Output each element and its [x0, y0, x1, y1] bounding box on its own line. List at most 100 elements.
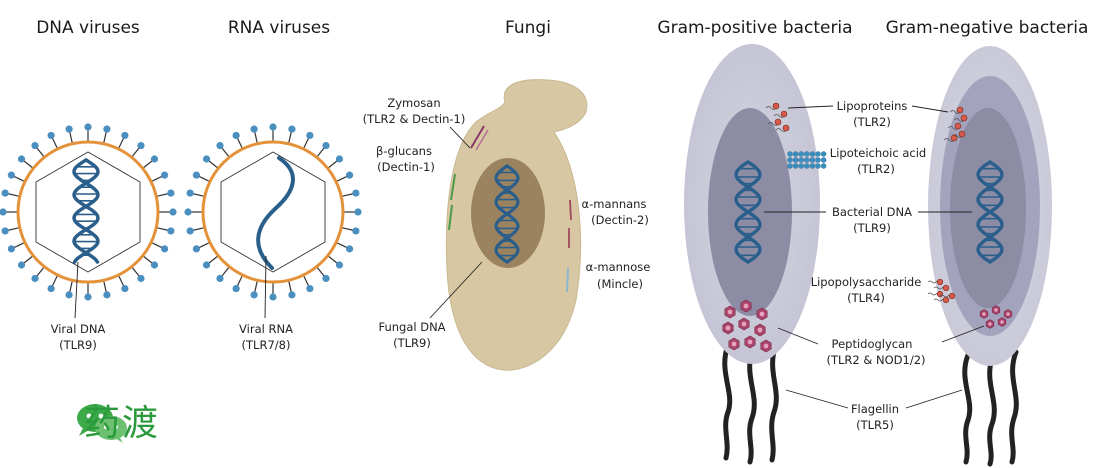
- spike-knob: [232, 131, 240, 140]
- spike-stalk: [303, 275, 310, 287]
- spike-knob: [184, 208, 192, 216]
- spike-knob: [17, 155, 26, 163]
- helix-strand: [976, 160, 1004, 264]
- lipoprotein-bead: [780, 110, 788, 118]
- label-a-mannans: α-mannans: [582, 197, 647, 211]
- spike-knob: [169, 208, 177, 216]
- lta-bead: [809, 157, 816, 163]
- spike-stalk: [36, 267, 45, 277]
- label-b-glucans: β-glucans: [376, 144, 432, 158]
- spike-knob: [186, 227, 194, 235]
- spike-stalk: [69, 281, 73, 293]
- lta-bead: [820, 163, 827, 169]
- spike-knob: [84, 293, 92, 301]
- spike-knob: [192, 245, 201, 253]
- peptidoglycan-core: [988, 322, 992, 326]
- spike-knob: [288, 125, 296, 133]
- spike-knob: [17, 261, 26, 269]
- peptidoglycan-core: [731, 341, 737, 347]
- fungal-cell: [445, 79, 588, 371]
- spike-knob: [103, 125, 111, 133]
- helix-strand: [72, 158, 100, 264]
- peptidoglycan-core: [1000, 320, 1004, 324]
- spike-stalk: [198, 175, 210, 182]
- spike-stalk: [51, 137, 58, 149]
- spike-knob: [186, 189, 194, 197]
- spike-knob: [269, 123, 277, 131]
- lipid-tail: [765, 106, 777, 110]
- lipid-tail: [947, 126, 959, 130]
- gram-positive-flagella: [722, 341, 779, 465]
- label-fungal-dna: Fungal DNA: [378, 320, 445, 334]
- lipoprotein-bead: [782, 124, 790, 132]
- lta-bead: [792, 163, 799, 169]
- spike-stalk: [103, 131, 107, 143]
- label-a-mannose: α-mannose: [586, 260, 651, 274]
- lta-bead: [787, 163, 793, 169]
- header-fungi: Fungi: [505, 18, 551, 38]
- spike-stalk: [23, 160, 33, 169]
- spike-stalk: [221, 267, 230, 277]
- lps-bead: [942, 284, 950, 292]
- peptidoglycan-core: [741, 321, 747, 327]
- lipoprotein-bead: [774, 118, 782, 126]
- dna-virus: [0, 123, 177, 301]
- peptidoglycan-core: [759, 311, 765, 317]
- spike-stalk: [36, 147, 45, 157]
- viral-dna-helix: [72, 158, 100, 264]
- lta-bead: [787, 151, 793, 157]
- spike-stalk: [118, 275, 125, 287]
- spike-knob: [335, 155, 344, 163]
- spike-stalk: [192, 227, 204, 231]
- spike-stalk: [7, 227, 19, 231]
- spike-stalk: [221, 147, 230, 157]
- lta-bead: [798, 151, 804, 157]
- helix-strand: [72, 158, 100, 264]
- label-fungal-dna-receptor: (TLR9): [393, 336, 431, 350]
- spike-knob: [121, 284, 129, 293]
- spike-knob: [0, 208, 7, 216]
- label-viral-rna: Viral RNA: [239, 322, 293, 336]
- header-rna-viruses: RNA viruses: [228, 18, 330, 38]
- lipoprotein-bead: [772, 102, 780, 110]
- header-gram-positive: Gram-positive bacteria: [657, 18, 852, 38]
- lipid-tail: [953, 118, 965, 122]
- spike-stalk: [288, 131, 292, 143]
- label-peptidoglycan-receptor: (TLR2 & NOD1/2): [826, 353, 925, 367]
- spike-stalk: [288, 281, 292, 293]
- spike-knob: [216, 141, 224, 150]
- watermark-brand-text: 药渡: [84, 403, 161, 444]
- lipoteichoic-acid-marks: [787, 151, 827, 169]
- peptidoglycan-core: [757, 327, 763, 333]
- label-lipopolysaccharide-receptor: (TLR4): [847, 291, 885, 305]
- spike-stalk: [316, 267, 325, 277]
- virus-spikes: [0, 123, 177, 301]
- spike-knob: [167, 227, 175, 235]
- spike-stalk: [143, 255, 153, 264]
- spike-stalk: [131, 267, 140, 277]
- fungal-dna-helix: [494, 164, 520, 264]
- viral-rna-strand: [256, 156, 295, 270]
- lipid-tail: [943, 138, 955, 142]
- spike-knob: [137, 141, 145, 150]
- label-flagellin-receptor: (TLR5): [856, 418, 894, 432]
- spike-stalk: [13, 242, 25, 249]
- peptidoglycan-core: [994, 308, 998, 312]
- lta-bead: [815, 157, 821, 163]
- spike-stalk: [143, 160, 153, 169]
- spike-knob: [202, 155, 211, 163]
- lta-bead: [809, 151, 816, 157]
- spike-stalk: [192, 193, 204, 197]
- lipoprotein-bead: [960, 114, 968, 122]
- label-peptidoglycan: Peptidoglycan: [832, 337, 913, 351]
- gram-negative-cytoplasm: [950, 108, 1026, 308]
- wechat-icon: [77, 404, 127, 443]
- peptidoglycan-core: [982, 312, 986, 316]
- lta-bead: [798, 163, 804, 169]
- spike-knob: [1, 189, 9, 197]
- gram-negative-bacterium: [927, 46, 1052, 366]
- label-zymosan-receptor: (TLR2 & Dectin-1): [363, 112, 466, 126]
- bacterial-dna-helix: [976, 160, 1004, 264]
- lta-bead: [792, 151, 799, 157]
